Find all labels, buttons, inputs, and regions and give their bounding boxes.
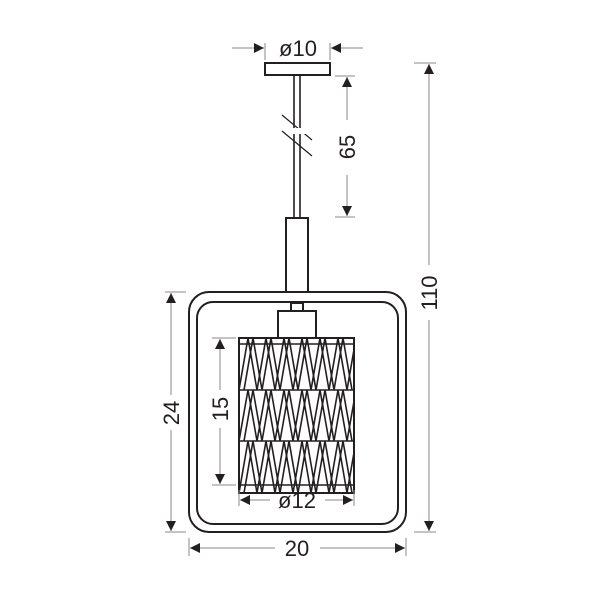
dim-shade-height: 15 xyxy=(208,397,233,421)
dim-shade-diameter: ø12 xyxy=(278,488,316,513)
outer-frame xyxy=(188,291,407,533)
shade-pattern xyxy=(239,338,354,493)
dim-canopy-diameter: ø10 xyxy=(279,36,317,61)
canopy xyxy=(264,62,331,76)
dim-rod-length: 65 xyxy=(335,135,360,159)
rod-break-mark xyxy=(281,114,313,141)
dim-total-height: 110 xyxy=(417,275,442,310)
rod-sleeve xyxy=(285,217,309,293)
dim-frame-width: 20 xyxy=(285,536,309,561)
dim-frame-height: 24 xyxy=(159,401,184,425)
socket xyxy=(277,310,317,340)
lamp-body xyxy=(188,62,407,533)
